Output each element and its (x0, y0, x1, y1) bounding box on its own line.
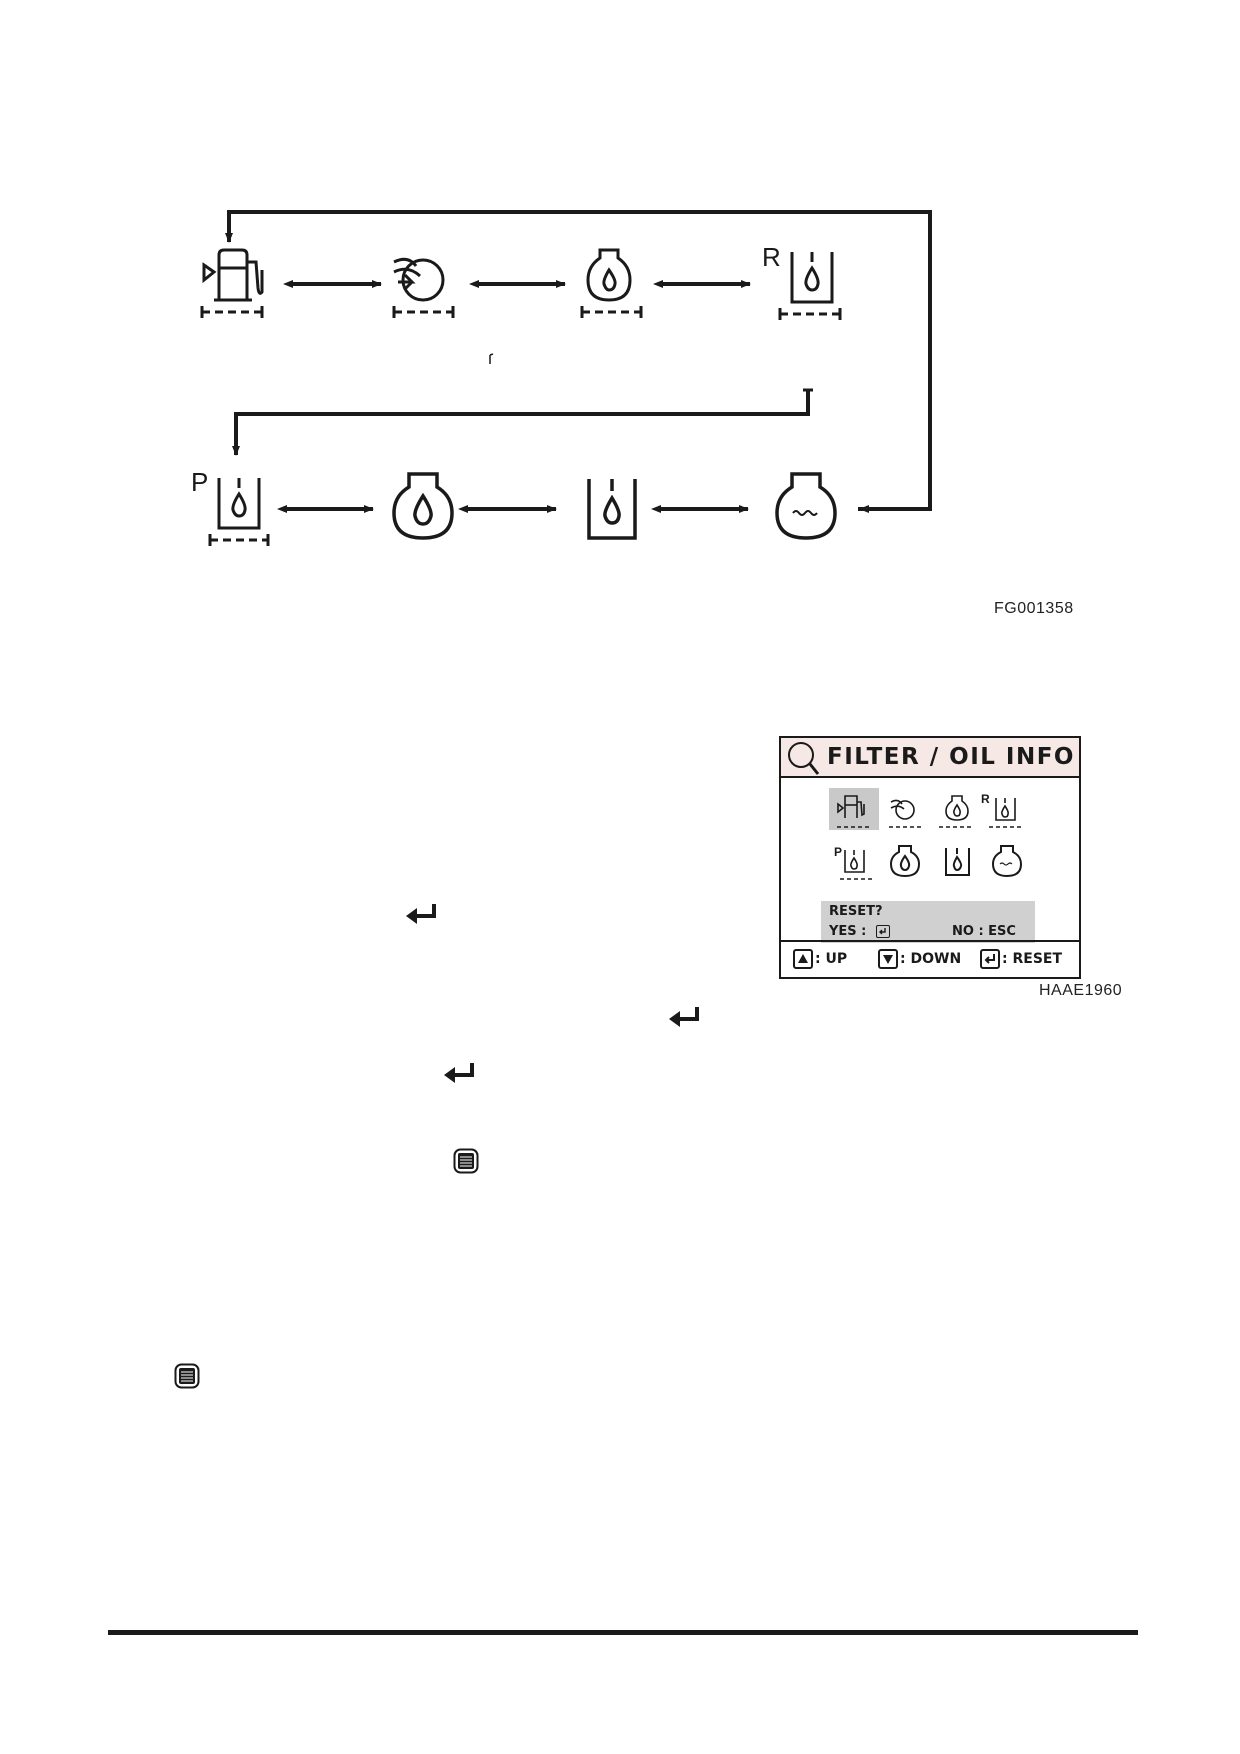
enter-key-icon (669, 1007, 699, 1027)
yes-label: YES : (829, 924, 867, 939)
enter-key-icon (980, 949, 1000, 969)
enter-key-icon (406, 904, 436, 924)
return-filter-icon (989, 798, 1023, 828)
up-key-icon (793, 949, 813, 969)
menu-key-icon (453, 1148, 479, 1174)
loop-arrow-middle (232, 388, 813, 456)
return-filter-tag: R (981, 792, 990, 806)
filter-oil-info-screen: FILTER / OIL INFO R P (779, 736, 1081, 979)
pilot-filter-tag: P (834, 845, 842, 859)
loop-arrow-top (225, 210, 932, 513)
filter-bar (580, 306, 643, 318)
screen-title: FILTER / OIL INFO (827, 744, 1075, 770)
engine-oil-filter-icon (580, 248, 643, 318)
return-filter-tag: R (762, 242, 781, 272)
engine-oil-filter-icon (939, 795, 973, 828)
search-icon (788, 742, 820, 775)
filter-bar (778, 308, 842, 320)
screen-footer: : UP : DOWN : RESET (781, 940, 1079, 977)
enter-key-icon (876, 925, 890, 938)
figure-code: FG001358 (994, 600, 1074, 617)
up-label: : UP (815, 951, 848, 967)
return-filter-icon (778, 252, 842, 320)
air-cleaner-icon (392, 257, 455, 318)
engine-oil-icon (392, 472, 454, 540)
filter-bar (208, 534, 270, 546)
screen-title-bar: FILTER / OIL INFO (781, 738, 1079, 778)
selected-item-highlight (829, 788, 879, 830)
coolant-icon (775, 472, 837, 540)
reset-dialog: RESET? YES : NO : ESC (821, 901, 1035, 943)
filter-navigation-diagram: R P (191, 210, 932, 546)
fuel-filter-icon (837, 795, 869, 828)
filter-bar (392, 306, 455, 318)
menu-key-icon (174, 1363, 200, 1389)
coolant-icon (991, 845, 1023, 878)
filter-bar (200, 306, 264, 318)
pilot-filter-tag: P (191, 467, 208, 497)
pilot-filter-icon (208, 478, 270, 546)
pilot-filter-icon (840, 850, 872, 880)
reset-label: : RESET (1002, 951, 1063, 967)
no-esc-label: NO : ESC (952, 924, 1016, 939)
hydraulic-oil-icon (945, 848, 970, 876)
figure-code: HAAE1960 (1039, 982, 1123, 999)
enter-key-icon (444, 1063, 474, 1083)
air-cleaner-icon (889, 799, 921, 828)
hydraulic-oil-icon (587, 479, 637, 540)
engine-oil-icon (889, 845, 921, 878)
fuel-filter-icon (200, 248, 264, 318)
page-footer-rule (108, 1630, 1138, 1635)
screen-icon-grid: R P (829, 788, 1023, 880)
reset-prompt: RESET? (829, 904, 883, 919)
down-label: : DOWN (900, 951, 962, 967)
down-key-icon (878, 949, 898, 969)
